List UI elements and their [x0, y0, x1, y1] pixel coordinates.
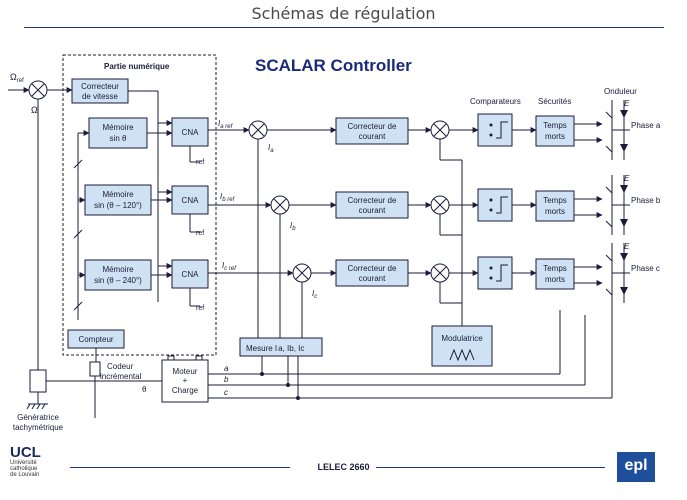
- temps-morts-b-line2: morts: [545, 207, 565, 216]
- temps-morts-a-block: [535, 115, 575, 147]
- modulatrice-block: [431, 325, 493, 367]
- cna-a-label: CNA: [182, 128, 200, 137]
- e-c-label: E: [624, 242, 630, 251]
- ib-ref-label: Ib ref: [220, 192, 236, 203]
- memoire-sin-120-block: [84, 184, 152, 216]
- comparateurs-label: Comparateurs: [470, 97, 521, 106]
- phase-b-label: Phase b: [631, 196, 661, 205]
- moteur-line2: +: [183, 376, 188, 385]
- comparateur-c-block: [477, 256, 513, 290]
- ucl-logo: UCL Université catholique de Louvain: [10, 445, 70, 478]
- temps-morts-a-line2: morts: [545, 132, 565, 141]
- codeur-line2: incrémental: [100, 372, 142, 381]
- line-a-label: a: [224, 364, 229, 373]
- codeur-line1: Codeur: [107, 362, 134, 371]
- memoire-2-line1: Mémoire: [102, 190, 134, 199]
- temps-morts-c-line2: morts: [545, 275, 565, 284]
- memoire-sin-240-block: [84, 259, 152, 291]
- memoire-sin-theta-block: [88, 117, 148, 149]
- generatrice-line1: Génératrice: [17, 413, 59, 422]
- moteur-line1: Moteur: [173, 367, 198, 376]
- ucl-wordmark: UCL: [10, 444, 41, 461]
- temps-morts-b-line1: Temps: [543, 196, 567, 205]
- mesure-block: [239, 337, 323, 357]
- modulatrice-label: Modulatrice: [441, 334, 483, 343]
- correcteur-courant-a-line2: courant: [359, 132, 386, 141]
- theta-label: θ: [142, 385, 147, 394]
- slide-title: Schémas de régulation: [251, 4, 436, 23]
- title-rule: [24, 27, 664, 28]
- correcteur-courant-a-line1: Correcteur de: [348, 122, 397, 131]
- line-b-label: b: [224, 375, 229, 384]
- comparateur-a-block: [477, 113, 513, 147]
- correcteur-courant-c-line1: Correcteur de: [348, 264, 397, 273]
- correcteur-vitesse-block: [71, 78, 129, 104]
- ref-c-label: ref: [196, 305, 204, 312]
- correcteur-vitesse-line2: de vitesse: [82, 92, 119, 101]
- correcteur-vitesse-line1: Correcteur: [81, 82, 119, 91]
- memoire-2-line2: sin (θ – 120°): [94, 201, 142, 210]
- e-a-label: E: [624, 99, 630, 108]
- line-c-label: c: [224, 388, 228, 397]
- mesure-label: Mesure Ia, Ib, Ic: [246, 344, 304, 353]
- footer-rule-right: [355, 467, 605, 468]
- temps-morts-a-line1: Temps: [543, 121, 567, 130]
- memoire-3-line2: sin (θ – 240°): [94, 276, 142, 285]
- temps-morts-c-line1: Temps: [543, 264, 567, 273]
- ref-b-label: ref: [196, 230, 204, 237]
- cna-c-label: CNA: [182, 270, 200, 279]
- footer-label: LELEC 2660: [0, 462, 687, 472]
- hysteresis-a-icon: [489, 121, 508, 139]
- correcteur-courant-c-line2: courant: [359, 274, 386, 283]
- diagram-heading: SCALAR Controller: [255, 56, 412, 75]
- comparateur-b-block: [477, 188, 513, 222]
- ref-a-label: ref: [196, 159, 204, 166]
- ucl-sub-2: catholique: [10, 466, 38, 472]
- memoire-1-line1: Mémoire: [102, 123, 134, 132]
- onduleur-leg-b: [605, 175, 630, 235]
- correcteur-courant-c-block: [335, 259, 409, 287]
- correcteur-courant-b-block: [335, 191, 409, 219]
- hysteresis-c-icon: [489, 264, 508, 282]
- footer-rule-left: [70, 467, 290, 468]
- correcteur-courant-b-line1: Correcteur de: [348, 196, 397, 205]
- generatrice-line2: tachymétrique: [13, 423, 64, 432]
- phase-a-label: Phase a: [631, 121, 661, 130]
- partie-numerique-label: Partie numérique: [104, 62, 170, 71]
- ia-label: Ia: [268, 143, 274, 154]
- ib-label: Ib: [290, 221, 296, 232]
- onduleur-leg-c: [605, 243, 630, 303]
- cna-b-block: [171, 185, 209, 215]
- correcteur-courant-a-block: [335, 117, 409, 145]
- e-b-label: E: [624, 174, 630, 183]
- memoire-1-line2: sin θ: [110, 134, 127, 143]
- temps-morts-b-block: [535, 190, 575, 222]
- hysteresis-b-icon: [489, 196, 508, 214]
- ic-label: Ic: [312, 289, 317, 300]
- moteur-charge-block: [161, 359, 209, 403]
- ucl-sub-1: Université: [10, 460, 37, 466]
- moteur-line3: Charge: [172, 386, 199, 395]
- ia-ref-label: Ia ref: [218, 119, 234, 130]
- omega-ref-label: Ωref: [10, 72, 24, 84]
- correcteur-courant-b-line2: courant: [359, 206, 386, 215]
- ucl-sub-3: de Louvain: [10, 472, 40, 478]
- phase-c-label: Phase c: [631, 264, 660, 273]
- compteur-label: Compteur: [78, 335, 113, 344]
- ic-ref-label: Ic ref: [222, 261, 237, 272]
- generatrice-symbol: [29, 369, 47, 393]
- modulatrice-wave-icon: [449, 348, 475, 362]
- cna-b-label: CNA: [182, 196, 200, 205]
- securites-label: Sécurités: [538, 97, 571, 106]
- epl-logo: epl: [617, 452, 655, 482]
- memoire-3-line1: Mémoire: [102, 265, 134, 274]
- onduleur-label: Onduleur: [604, 87, 637, 96]
- cna-c-block: [171, 259, 209, 289]
- omega-label: Ω: [31, 105, 38, 115]
- onduleur-leg-a: [605, 100, 630, 160]
